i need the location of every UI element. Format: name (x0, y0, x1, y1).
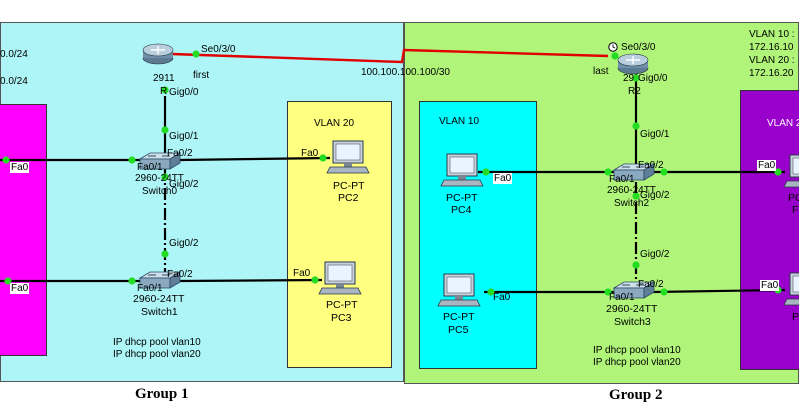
s1-model: 2960-24TT (133, 293, 185, 305)
pc-icon[interactable] (318, 261, 362, 295)
vlan-info-line3: VLAN 20 : (749, 55, 795, 66)
dhcp-note-2b: IP dhcp pool vlan20 (593, 357, 681, 368)
right-fa0-bottom: Fa0 (760, 280, 780, 291)
pc3-type: PC-PT (326, 299, 358, 311)
pc5-name: PC5 (448, 324, 469, 336)
pc-icon[interactable] (783, 272, 799, 306)
vlan-info-line2: 172.16.10 (749, 42, 794, 53)
right-pc-bottom-name: P (792, 311, 799, 323)
serial-link (171, 48, 609, 64)
s0-name: Switch0 (142, 186, 178, 197)
s2-fa02: Fa0/2 (638, 160, 664, 171)
s2-fa01: Fa0/1 (609, 174, 635, 185)
r2-name: 29 (623, 73, 635, 84)
s3-fa02: Fa0/2 (638, 279, 664, 290)
magenta-area (0, 104, 47, 356)
s0-gig01: Gig0/1 (169, 131, 199, 142)
pc2-name: PC2 (338, 192, 359, 204)
s2-gig02: Gig0/2 (640, 190, 670, 201)
group2-caption: Group 2 (609, 387, 663, 403)
pc2-type: PC-PT (333, 180, 365, 192)
dhcp-note-1b: IP dhcp pool vlan20 (113, 349, 201, 360)
clock-icon (608, 42, 618, 52)
link-switch1-pc3 (179, 278, 323, 283)
s3-gig02: Gig0/2 (640, 249, 670, 260)
pc-icon[interactable] (783, 154, 799, 188)
pc2-fa0: Fa0 (301, 148, 319, 159)
pc-icon[interactable] (437, 273, 481, 307)
s0-model: 2960-24TT (135, 173, 184, 184)
port-dots (2, 50, 782, 296)
right-fa0-top: Fa0 (757, 160, 777, 171)
purple-area (740, 90, 799, 370)
s1-fa01: Fa0/1 (137, 283, 163, 294)
vlan-right-label: VLAN 2 (767, 118, 799, 129)
s2-name: Switch2 (614, 198, 650, 209)
s0-fa01: Fa0/1 (137, 162, 163, 173)
left-fa0-top: Fa0 (10, 162, 30, 173)
pc4-name: PC4 (451, 204, 472, 216)
r2-last: last (593, 66, 609, 77)
s1-name: Switch1 (141, 306, 178, 318)
vlan-info-line4: 172.16.20 (749, 68, 794, 79)
s1-fa02: Fa0/2 (167, 269, 193, 280)
s0-fa02: Fa0/2 (167, 148, 193, 159)
pc-icon[interactable] (440, 153, 484, 187)
pc-icon[interactable] (326, 140, 370, 174)
dhcp-note-2a: IP dhcp pool vlan10 (593, 345, 681, 356)
dhcp-note-1a: IP dhcp pool vlan10 (113, 337, 201, 348)
vlan-info-line1: VLAN 10 : (749, 29, 795, 40)
router-icon[interactable] (617, 53, 649, 75)
s0-gig02: Gig0/2 (169, 179, 199, 190)
s3-name: Switch3 (614, 316, 651, 328)
right-pc-top-type: PC (788, 192, 799, 204)
r1-first: first (193, 70, 210, 81)
left-fa0-bottom: Fa0 (10, 283, 30, 294)
net-label-b: 0.0/24 (0, 76, 28, 87)
s2-gig01: Gig0/1 (640, 129, 670, 140)
s3-fa01: Fa0/1 (609, 292, 635, 303)
s2-model: 2960-24TT (607, 185, 656, 196)
s3-model: 2960-24TT (606, 303, 658, 315)
pc4-type: PC-PT (446, 192, 478, 204)
group1-caption: Group 1 (135, 386, 189, 402)
pc5-fa0: Fa0 (493, 292, 511, 303)
s1-gig02: Gig0/2 (169, 238, 199, 249)
pc4-fa0: Fa0 (493, 173, 513, 184)
r2-serial-port: Se0/3/0 (621, 42, 656, 53)
link-switch0-pc2 (179, 156, 331, 162)
vlan10-area (419, 101, 537, 369)
vlan10-label: VLAN 10 (439, 116, 480, 127)
pc3-name: PC3 (331, 312, 352, 324)
router-icon[interactable] (142, 43, 174, 65)
serial-net: 100.100.100.100/30 (361, 67, 450, 78)
r2-sub: R2 (628, 86, 641, 97)
pc3-fa0: Fa0 (293, 268, 311, 279)
r1-gig00: Gig0/0 (169, 87, 199, 98)
pc5-type: PC-PT (443, 311, 475, 323)
right-pc-top-name: F (792, 204, 799, 216)
r1-name: 2911 (153, 73, 175, 84)
r1-sub: R (160, 86, 168, 97)
vlan20-label: VLAN 20 (314, 118, 355, 129)
r2-gig00: Gig0/0 (638, 73, 668, 84)
net-label-a: 0.0/24 (0, 49, 28, 60)
r1-serial-port: Se0/3/0 (201, 44, 236, 55)
